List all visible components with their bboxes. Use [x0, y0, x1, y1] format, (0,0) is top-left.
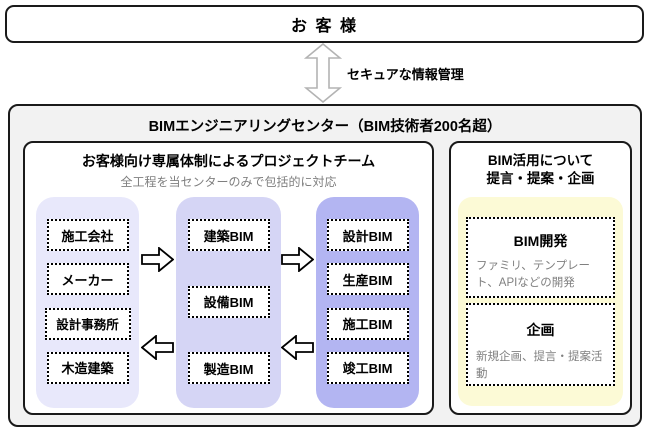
planning-desc: 新規企画、提言・提案活動	[476, 351, 603, 380]
planning-title: 企画	[526, 322, 555, 338]
phase-bim-item: 設計BIM	[326, 219, 409, 251]
secure-connection-arrow-icon	[304, 43, 342, 103]
bim-center-box: BIMエンジニアリングセンター（BIM技術者200名超） お客様向け専属体制によ…	[8, 104, 642, 427]
phase-bim-item: 生産BIM	[326, 263, 409, 296]
bim-center-title: BIMエンジニアリングセンター（BIM技術者200名超）	[148, 119, 502, 135]
project-team-panel: お客様向け専属体制によるプロジェクトチーム 全工程を当センターのみで包括的に対応…	[23, 141, 434, 415]
bim-utilization-title-line2: 提言・提案・企画	[486, 171, 595, 187]
phase-bim-item: 施工BIM	[326, 307, 409, 340]
bim-development-desc: ファミリ、テンプレート、APIなどの開発	[476, 260, 590, 289]
core-bim-item: 建築BIM	[187, 219, 270, 251]
column-core-bim: 建築BIM 設備BIM 製造BIM	[176, 197, 281, 408]
project-team-title: お客様向け専属体制によるプロジェクトチーム	[81, 153, 376, 169]
column-phase-bim: 設計BIM 生産BIM 施工BIM 竣工BIM	[316, 197, 419, 408]
bim-utilization-title: BIM活用について 提言・提案・企画	[451, 152, 630, 188]
project-team-subtitle: 全工程を当センターのみで包括的に対応	[120, 175, 337, 189]
arrow-right-icon	[141, 247, 174, 272]
partner-item: 施工会社	[46, 219, 129, 251]
arrow-right-icon	[281, 247, 314, 272]
secure-info-label: セキュアな情報管理	[347, 67, 464, 82]
bim-development-title: BIM開発	[513, 233, 568, 249]
core-bim-item: 設備BIM	[187, 285, 270, 318]
core-bim-item: 製造BIM	[187, 352, 270, 384]
column-partners: 施工会社 メーカー 設計事務所 木造建築	[36, 197, 139, 408]
customer-label: お 客 様	[291, 18, 358, 35]
bim-utilization-yellow-area: BIM開発 ファミリ、テンプレート、APIなどの開発 企画 新規企画、提言・提案…	[458, 197, 623, 406]
bim-development-box: BIM開発 ファミリ、テンプレート、APIなどの開発	[466, 217, 615, 298]
partner-item: 設計事務所	[44, 307, 131, 340]
planning-box: 企画 新規企画、提言・提案活動	[466, 303, 615, 386]
bim-utilization-title-line1: BIM活用について	[487, 153, 594, 168]
customer-box: お 客 様	[5, 5, 644, 43]
phase-bim-item: 竣工BIM	[326, 351, 409, 384]
arrow-left-icon	[281, 335, 314, 360]
bim-utilization-panel: BIM活用について 提言・提案・企画 BIM開発 ファミリ、テンプレート、API…	[449, 141, 632, 415]
arrow-left-icon	[141, 335, 174, 360]
partner-item: 木造建築	[46, 351, 129, 384]
partner-item: メーカー	[46, 263, 129, 296]
